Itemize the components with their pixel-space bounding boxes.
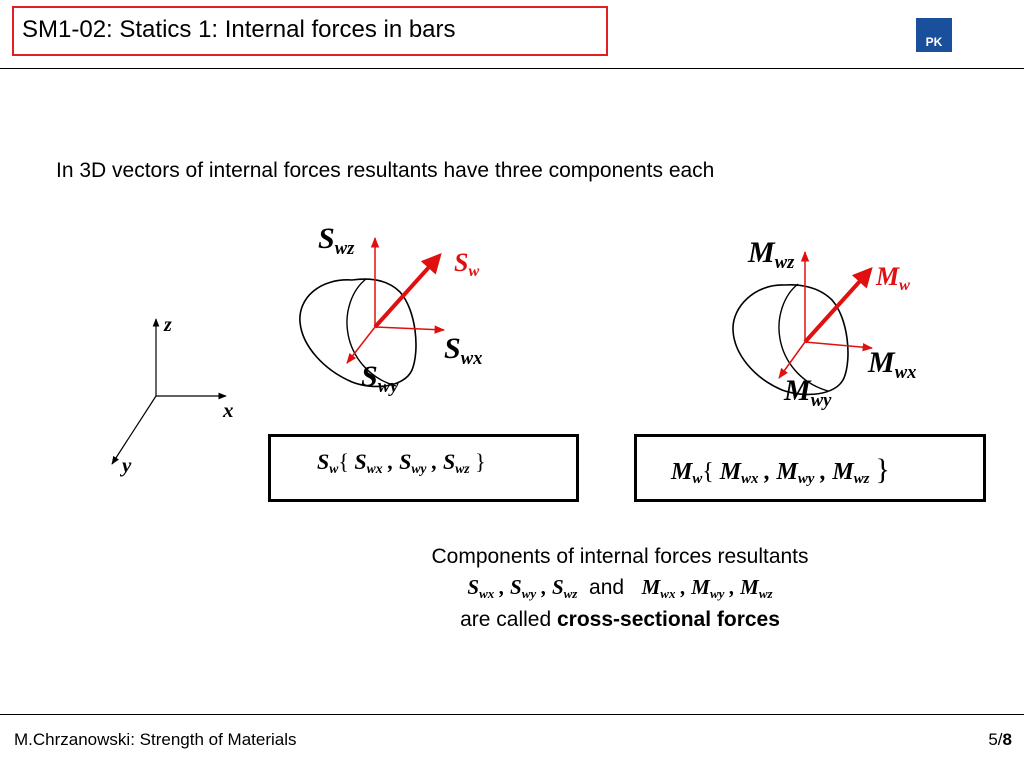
title-frame [12,6,608,56]
global-axes [111,318,227,465]
mwy-label: Mwy [784,374,832,411]
moment-section-curve [778,283,829,392]
sw-resultant-vector [373,253,442,329]
swz-label: Swz [318,222,355,259]
intro-text: In 3D vectors of internal forces resulta… [56,159,715,182]
z-axis-label: z [164,314,172,336]
mwx-label: Mwx [868,346,917,383]
moment-body-outline [732,283,849,396]
header-divider [0,68,1024,69]
moment-components-formula: Mw{ Mwx , Mwy , Mwz } [634,434,986,502]
university-logo [916,18,952,52]
mwy-vector [778,341,806,379]
swy-vector [346,326,376,364]
cross-sectional-forces-term: cross-sectional forces [556,608,780,631]
swx-vector [374,325,446,334]
force-section-curve [346,278,397,387]
force-components-formula: Sw{ Swx , Swy , Swz } [268,434,579,502]
y-axis-line [111,395,157,465]
mw-resultant-vector [803,267,873,344]
summary-text: Components of internal forces resultants… [320,542,920,635]
sw-label: Sw [454,248,480,281]
moment-body-diagram [732,250,874,396]
mwz-label: Mwz [748,236,795,273]
footer-divider [0,714,1024,715]
mw-label: Mw [876,262,910,295]
mwx-vector [804,341,874,352]
summary-line-1: Components of internal forces resultants [431,545,809,568]
x-axis-label: x [223,398,234,422]
footer-author: M.Chrzanowski: Strength of Materials [14,730,297,749]
force-body-outline [299,278,417,388]
logo-text: PK [925,35,943,49]
y-axis-label: y [122,453,132,477]
page-title: SM1-02: Statics 1: Internal forces in ba… [22,16,456,43]
swx-label: Swx [444,332,483,369]
swy-label: Swy [361,360,399,397]
summary-line-2: Swx , Swy , Swz and Mwx , Mwy , Mwz [467,575,773,601]
summary-line-3: are called cross-sectional forces [460,608,780,631]
force-body-diagram [299,236,446,388]
page-number: 5/8 [988,730,1012,749]
